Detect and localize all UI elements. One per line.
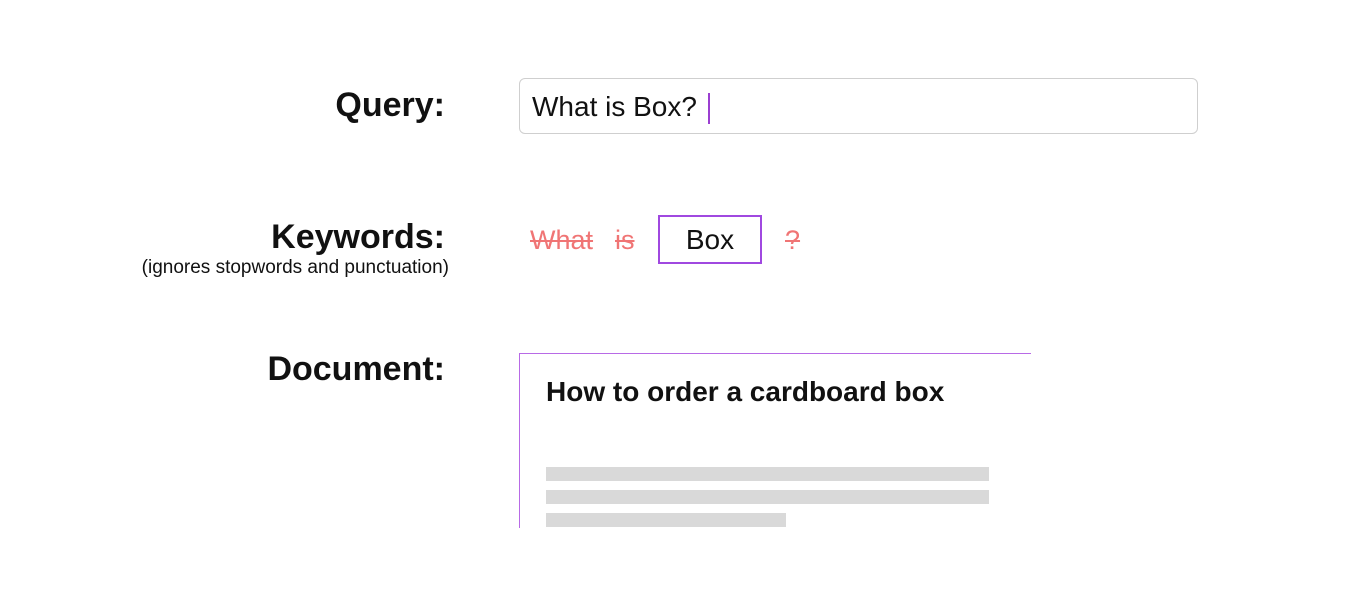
placeholder-line bbox=[546, 467, 989, 481]
ignored-token: ? bbox=[785, 225, 801, 255]
placeholder-line bbox=[546, 513, 786, 527]
keywords-label: Keywords: bbox=[271, 218, 445, 256]
document-label: Document: bbox=[267, 350, 445, 388]
query-label: Query: bbox=[335, 86, 445, 124]
text-caret bbox=[708, 93, 710, 124]
ignored-token: What bbox=[530, 225, 594, 255]
query-value: What is Box? bbox=[532, 91, 697, 122]
document-card: How to order a cardboard box bbox=[519, 353, 1031, 528]
ignored-token: is bbox=[615, 225, 635, 255]
document-title: How to order a cardboard box bbox=[546, 376, 945, 407]
keyword-token: Box bbox=[658, 215, 762, 264]
placeholder-line bbox=[546, 490, 989, 504]
keywords-note: (ignores stopwords and punctuation) bbox=[141, 257, 449, 278]
query-input[interactable]: What is Box? bbox=[519, 78, 1198, 134]
